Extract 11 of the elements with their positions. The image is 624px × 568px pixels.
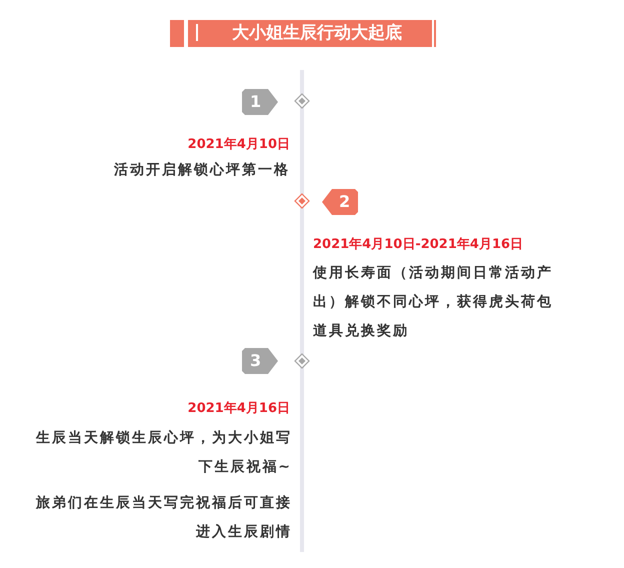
number-tag: 3 <box>242 348 278 374</box>
date-text: 2021年4月10日-2021年4月16日 <box>313 236 524 254</box>
number-tag: 2 <box>322 189 358 215</box>
number-tag: 1 <box>242 89 278 115</box>
description-text: 旅弟们在生辰当天写完祝福后可直接进入生辰剧情 <box>34 494 292 542</box>
date-text: 2021年4月16日 <box>188 400 290 418</box>
date-text: 2021年4月10日 <box>188 136 290 154</box>
description-text: 使用长寿面（活动期间日常活动产出）解锁不同心坪，获得虎头荷包道具兑换奖励 <box>313 264 554 341</box>
description-text: 生辰当天解锁生辰心坪，为大小姐写下生辰祝福~ <box>34 428 292 477</box>
description-text: 活动开启解锁心坪第一格 <box>114 160 290 180</box>
title-banner: 大小姐生辰行动大起底 <box>188 20 432 47</box>
